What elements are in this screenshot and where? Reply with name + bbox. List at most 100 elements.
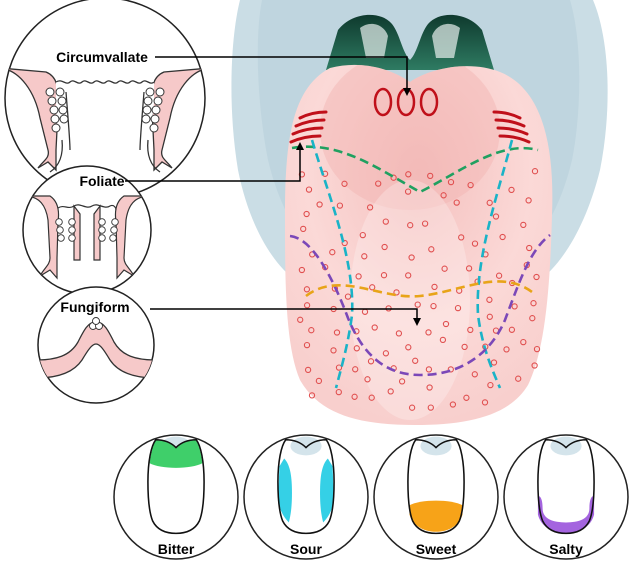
sour-region-line-left <box>310 139 354 389</box>
fungiform-dot <box>441 265 448 272</box>
fungiform-dot <box>531 362 538 369</box>
fungiform-dot <box>421 220 429 227</box>
fungiform-dot <box>471 371 478 378</box>
fungiform-dot <box>492 213 500 220</box>
foliate-papillae-right <box>492 110 531 144</box>
salty-region-line <box>289 233 551 377</box>
taste-map-sweet: Sweet <box>373 434 499 560</box>
fungiform-dot <box>335 388 342 396</box>
fungiform-dot <box>303 302 311 309</box>
fungiform-dot <box>530 300 537 307</box>
taste-map-label: Sweet <box>416 541 457 557</box>
mini-tongue <box>537 439 595 534</box>
fungiform-dot <box>465 265 473 272</box>
fungiform-dot <box>481 399 489 406</box>
fungiform-dot <box>375 180 382 187</box>
fungiform-dot <box>427 404 434 411</box>
fungiform-dot <box>525 197 532 204</box>
fungiform-dot <box>408 404 416 411</box>
fungiform-dot <box>335 364 343 371</box>
salty-region <box>537 495 595 534</box>
taste-map-salty: Salty <box>503 434 629 560</box>
fungiform-dot <box>407 222 414 229</box>
circumvallate-inset: Circumvallate <box>4 0 206 199</box>
fungiform-dot <box>382 350 390 357</box>
fungiform-dot <box>520 338 527 346</box>
fungiform-dot <box>367 358 375 365</box>
fungiform-dot <box>298 266 306 274</box>
fungiform-dot <box>387 388 394 395</box>
fungiform-dot <box>364 376 371 383</box>
mini-tongue-outline <box>277 438 335 535</box>
circumvallate-taste-buds-left <box>45 87 69 133</box>
fungiform-dot <box>305 186 313 193</box>
fungiform-dot <box>490 359 498 366</box>
foliate-inset: Foliate <box>22 165 152 295</box>
fungiform-dot <box>503 346 510 353</box>
fungiform-dot <box>405 272 412 279</box>
fungiform-dot <box>442 320 450 328</box>
fungiform-dot <box>303 210 310 218</box>
fungiform-dot <box>453 199 460 206</box>
circumvallate-label: Circumvallate <box>56 49 148 65</box>
fungiform-dot <box>463 394 470 401</box>
fungiform-dot <box>449 401 457 408</box>
taste-map-sour: Sour <box>243 434 369 560</box>
taste-map-label: Sour <box>290 541 322 557</box>
fungiform-dot <box>499 233 506 241</box>
fungiform-dot <box>393 289 400 296</box>
fungiform-dot <box>303 286 311 293</box>
fungiform-dot <box>439 336 447 344</box>
foliate-leader <box>125 144 301 182</box>
fungiform-dot <box>404 188 412 195</box>
fungiform-dot <box>533 345 541 353</box>
fungiform-dot <box>533 273 540 281</box>
fungiform-dot <box>315 377 323 385</box>
sour-region <box>277 458 292 523</box>
fungiform-dot <box>308 392 316 399</box>
fungiform-dot <box>353 345 360 352</box>
mini-tongue <box>277 439 335 534</box>
fungiform-leader <box>150 308 418 322</box>
mini-tongue-outline <box>407 438 465 535</box>
fungiform-dot <box>414 301 421 308</box>
fungiform-dot <box>381 243 388 251</box>
fungiform-dot <box>316 201 323 208</box>
circumvallate-taste-buds-right <box>141 87 165 133</box>
foliate-papillae-left <box>289 110 328 144</box>
fungiform-dot <box>398 378 406 385</box>
bitter-region-line <box>291 145 539 194</box>
fungiform-dot <box>412 357 419 364</box>
fungiform-dot <box>395 330 403 337</box>
foliate-label: Foliate <box>79 173 124 189</box>
fungiform-dot <box>304 366 312 374</box>
fungiform-dot <box>341 180 348 187</box>
fungiform-dot <box>520 221 527 229</box>
fungiform-dot <box>408 254 415 261</box>
fungiform-dot <box>431 283 438 291</box>
mini-tongue-outline <box>147 438 205 535</box>
fungiform-label: Fungiform <box>60 299 129 315</box>
fungiform-dot <box>508 186 515 194</box>
fungiform-dot <box>428 246 435 253</box>
fungiform-dot <box>467 181 474 189</box>
fungiform-dot <box>303 341 311 349</box>
fungiform-inset: Fungiform <box>37 286 155 404</box>
sour-region-line-right <box>476 139 514 389</box>
fungiform-dot <box>467 326 474 334</box>
fungiform-dot <box>380 272 388 279</box>
fungiform-dot <box>329 249 336 256</box>
fungiform-dot <box>297 316 304 323</box>
fungiform-dot <box>390 174 397 181</box>
fungiform-dot <box>515 375 522 382</box>
sweet-region-line <box>305 280 533 298</box>
fungiform-dot <box>355 273 362 280</box>
fungiform-dot <box>351 393 358 400</box>
fungiform-dot <box>405 171 412 178</box>
fungiform-dot <box>447 178 455 186</box>
fungiform-dot <box>426 384 433 391</box>
fungiform-dot <box>371 324 378 331</box>
fungiform-dot <box>440 192 447 199</box>
